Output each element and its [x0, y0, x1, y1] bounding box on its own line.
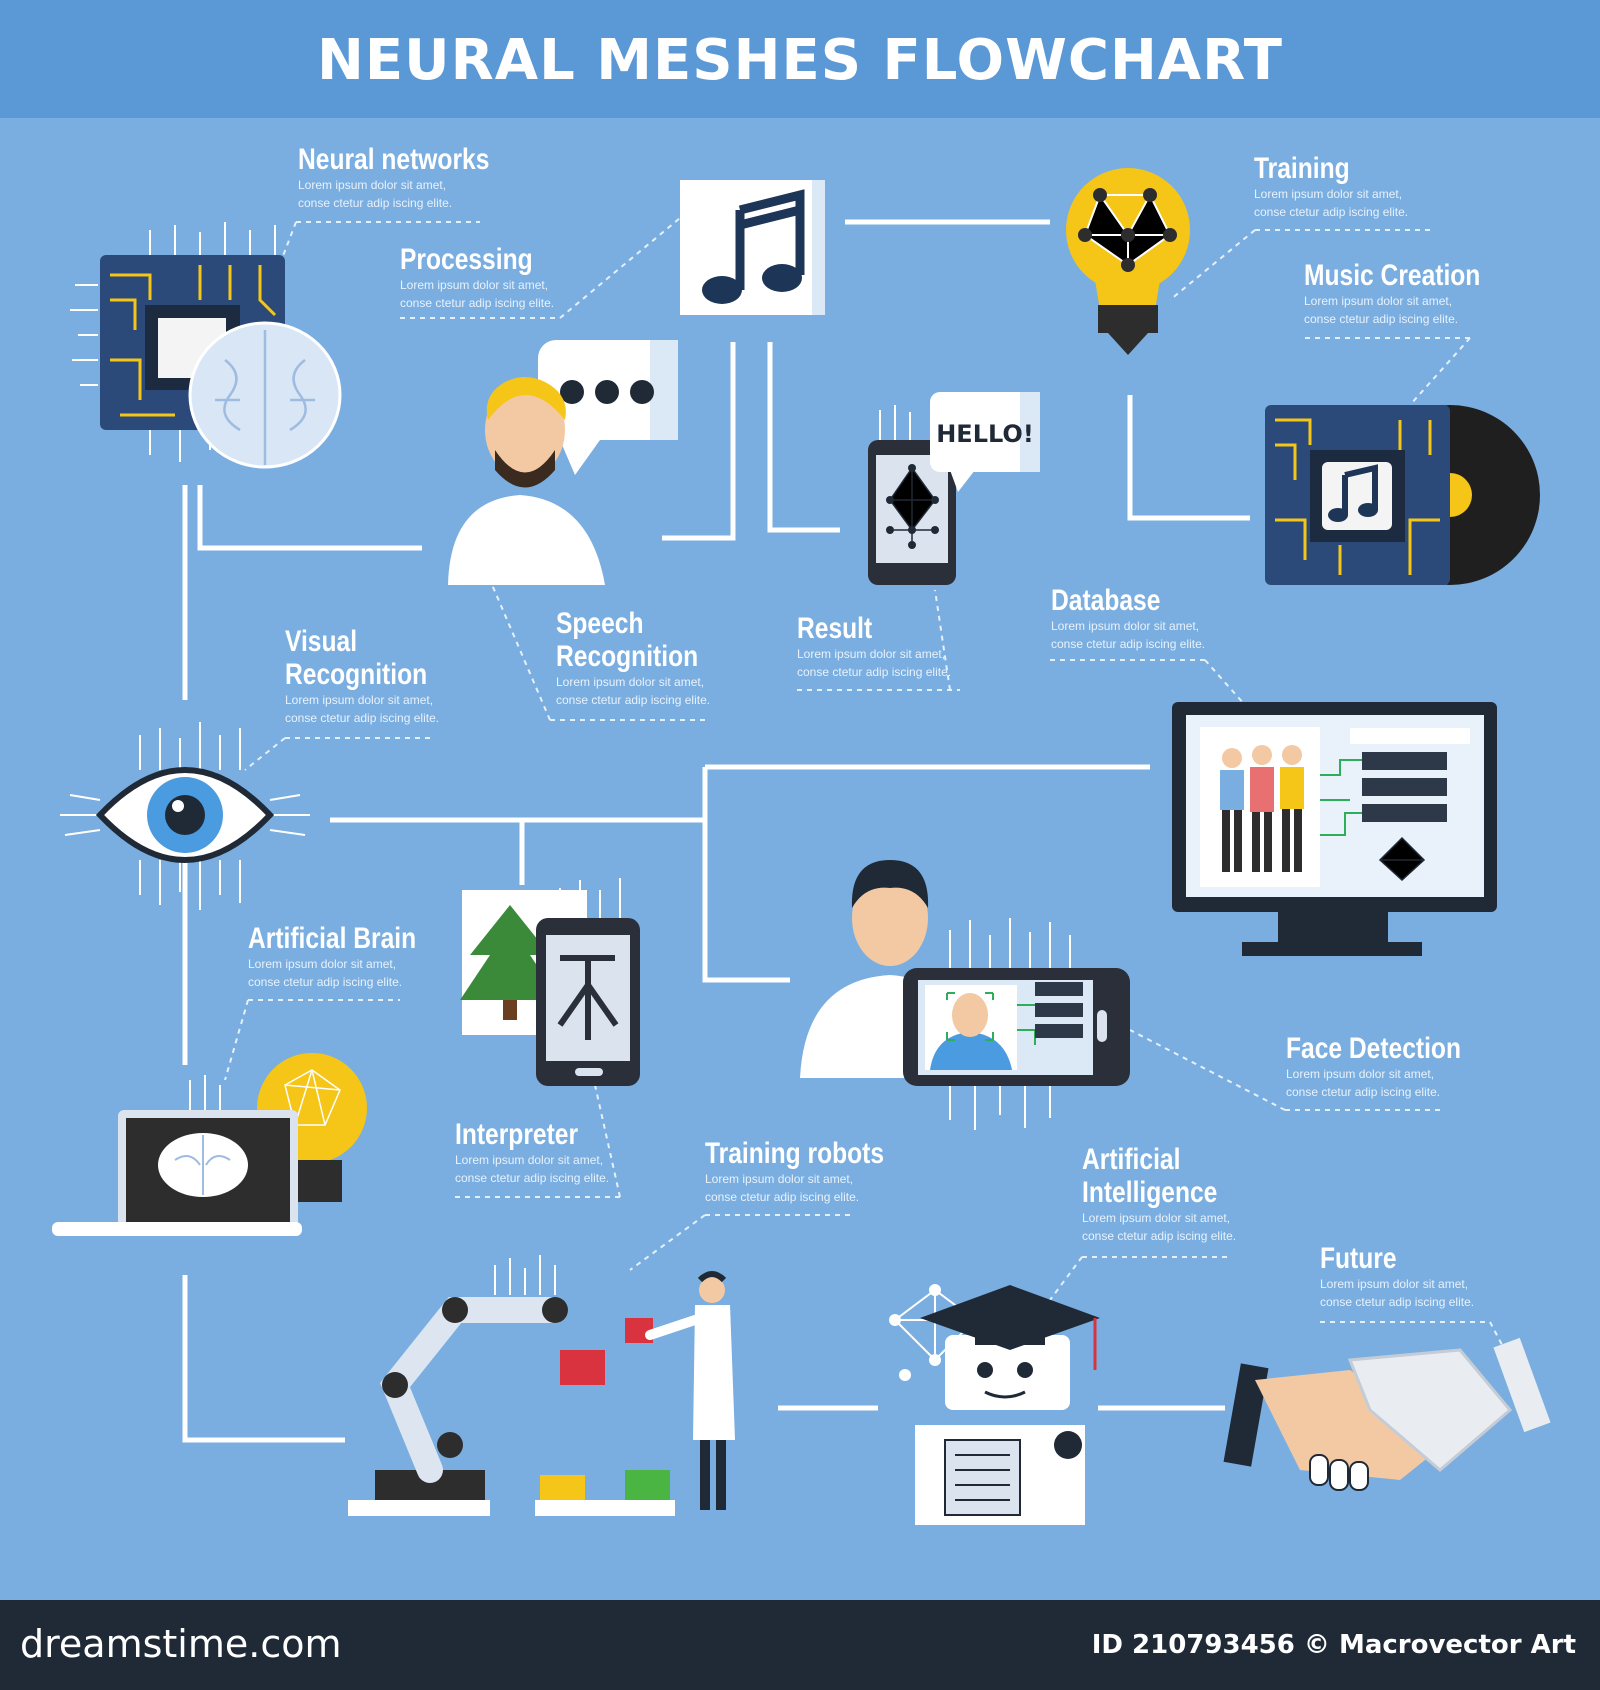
label-title: Processing	[400, 243, 533, 276]
label-speech-recognition: Speech Recognition Lorem ipsum dolor sit…	[556, 607, 726, 709]
label-title: Interpreter	[455, 1118, 579, 1151]
footer-credit: ID 210793456 © Macrovector Art	[1091, 1630, 1576, 1660]
label-title: Artificial Brain	[248, 922, 417, 955]
monitor-database-illustration	[1172, 702, 1497, 956]
label-desc: Lorem ipsum dolor sit amet, conse ctetur…	[556, 675, 711, 707]
label-visual-recognition: Visual Recognition Lorem ipsum dolor sit…	[285, 625, 455, 727]
label-title: Database	[1051, 584, 1161, 617]
label-desc: Lorem ipsum dolor sit amet, conse ctetur…	[1254, 187, 1409, 219]
header-bar	[0, 0, 1600, 118]
label-desc: Lorem ipsum dolor sit amet, conse ctetur…	[1286, 1067, 1441, 1099]
connector-lines	[182, 219, 1250, 1443]
label-neural-networks: Neural networks Lorem ipsum dolor sit am…	[298, 143, 531, 212]
label-title: Music Creation	[1304, 259, 1481, 292]
chip-brain-illustration	[70, 222, 342, 469]
label-desc: Lorem ipsum dolor sit amet, conse ctetur…	[1304, 294, 1459, 326]
robot-arm-illustration	[348, 1255, 735, 1516]
label-desc: Lorem ipsum dolor sit amet, conse ctetur…	[705, 1172, 860, 1204]
label-desc: Lorem ipsum dolor sit amet, conse ctetur…	[1051, 619, 1206, 651]
label-title: Training	[1254, 152, 1350, 185]
label-result: Result Lorem ipsum dolor sit amet, conse…	[797, 612, 977, 681]
label-title: Neural networks	[298, 143, 490, 176]
label-desc: Lorem ipsum dolor sit amet, conse ctetur…	[797, 647, 952, 679]
label-desc: Lorem ipsum dolor sit amet, conse ctetur…	[455, 1153, 610, 1185]
label-desc: Lorem ipsum dolor sit amet, conse ctetur…	[1320, 1277, 1475, 1309]
label-title: Speech Recognition	[556, 607, 699, 673]
label-title: Artificial Intelligence	[1082, 1143, 1218, 1209]
label-processing: Processing Lorem ipsum dolor sit amet, c…	[400, 243, 580, 312]
person-speech-illustration	[448, 340, 678, 585]
label-interpreter: Interpreter Lorem ipsum dolor sit amet, …	[455, 1118, 635, 1187]
label-database: Database Lorem ipsum dolor sit amet, con…	[1051, 584, 1231, 653]
label-desc: Lorem ipsum dolor sit amet, conse ctetur…	[298, 178, 453, 210]
lightbulb-network-illustration	[1066, 168, 1190, 355]
label-music-creation: Music Creation Lorem ipsum dolor sit ame…	[1304, 259, 1519, 328]
label-title: Visual Recognition	[285, 625, 428, 691]
label-title: Future	[1320, 1242, 1397, 1275]
phone-hello-illustration: HELLO!	[868, 392, 1040, 585]
label-desc: Lorem ipsum dolor sit amet, conse ctetur…	[248, 957, 403, 989]
diagram-artwork: HELLO!	[52, 168, 1551, 1525]
label-future: Future Lorem ipsum dolor sit amet, conse…	[1320, 1242, 1500, 1311]
ai-robot-illustration	[889, 1284, 1100, 1525]
footer-brand: dreamstime.com	[20, 1622, 342, 1666]
label-artificial-intelligence: Artificial Intelligence Lorem ipsum dolo…	[1082, 1143, 1252, 1245]
label-training: Training Lorem ipsum dolor sit amet, con…	[1254, 152, 1434, 221]
label-face-detection: Face Detection Lorem ipsum dolor sit ame…	[1286, 1032, 1499, 1101]
label-title: Result	[797, 612, 873, 645]
hello-bubble-text: HELLO!	[936, 420, 1034, 448]
label-title: Training robots	[705, 1137, 885, 1170]
music-chip-vinyl-illustration	[1265, 405, 1540, 585]
interpreter-illustration	[460, 878, 640, 1086]
leader-lines	[224, 217, 1511, 1361]
eye-icon	[60, 722, 310, 910]
music-note-card	[680, 180, 825, 315]
label-training-robots: Training robots Lorem ipsum dolor sit am…	[705, 1137, 923, 1206]
label-desc: Lorem ipsum dolor sit amet, conse ctetur…	[285, 693, 440, 725]
label-desc: Lorem ipsum dolor sit amet, conse ctetur…	[400, 278, 555, 310]
label-artificial-brain: Artificial Brain Lorem ipsum dolor sit a…	[248, 922, 453, 991]
handshake-illustration	[1223, 1337, 1551, 1491]
label-title: Face Detection	[1286, 1032, 1461, 1065]
face-detection-illustration	[800, 860, 1130, 1130]
label-desc: Lorem ipsum dolor sit amet, conse ctetur…	[1082, 1211, 1237, 1243]
footer-bar: dreamstime.com ID 210793456 © Macrovecto…	[0, 1600, 1600, 1690]
page-title: NEURAL MESHES FLOWCHART	[317, 28, 1283, 93]
laptop-brain-illustration	[52, 1053, 367, 1236]
